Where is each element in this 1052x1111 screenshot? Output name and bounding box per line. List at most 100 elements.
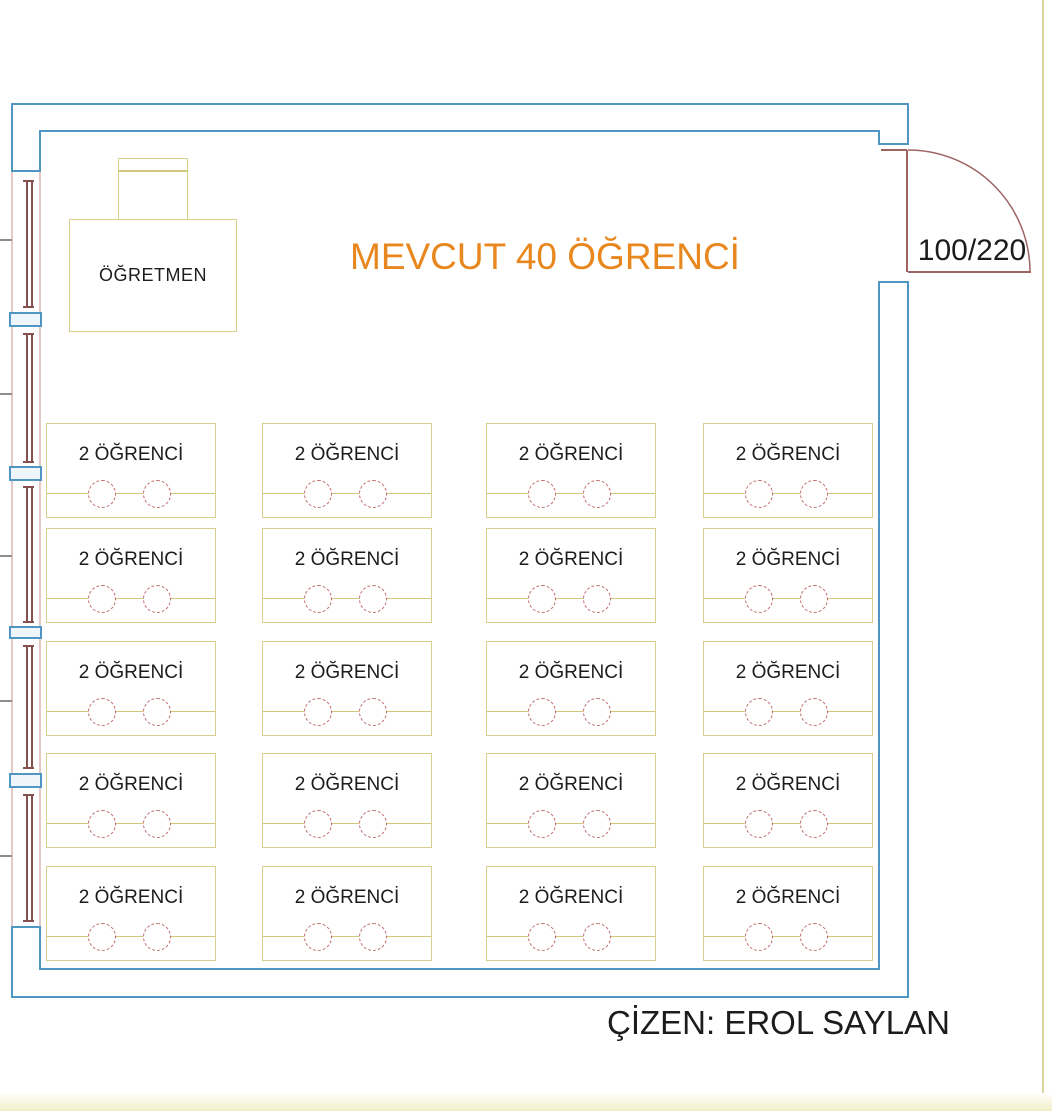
dimension-tick xyxy=(0,239,12,241)
desk-edge-line xyxy=(704,598,872,599)
seat-circle xyxy=(800,923,828,951)
door-leaf xyxy=(908,271,1031,273)
seat-circle xyxy=(359,923,387,951)
student-desk: 2 ÖĞRENCİ xyxy=(262,753,432,848)
door-closed-line xyxy=(906,150,908,272)
desk-edge-line xyxy=(47,493,215,494)
window-glass-cap xyxy=(23,306,34,308)
wall-segment xyxy=(878,281,909,283)
desk-label: 2 ÖĞRENCİ xyxy=(78,444,184,465)
dimension-tick xyxy=(0,700,12,702)
student-desk: 2 ÖĞRENCİ xyxy=(703,423,873,518)
seat-circle xyxy=(800,480,828,508)
desk-label: 2 ÖĞRENCİ xyxy=(294,774,400,795)
seat-circle xyxy=(88,923,116,951)
window-glass-line xyxy=(31,333,33,461)
student-desk: 2 ÖĞRENCİ xyxy=(262,423,432,518)
student-desk: 2 ÖĞRENCİ xyxy=(486,866,656,961)
wall-segment xyxy=(11,996,909,998)
seat-circle xyxy=(528,923,556,951)
window-post xyxy=(9,312,42,327)
desk-label: 2 ÖĞRENCİ xyxy=(518,887,624,908)
desk-edge-line xyxy=(263,598,431,599)
window-glass-line xyxy=(26,794,28,920)
seat-circle xyxy=(143,585,171,613)
seat-circle xyxy=(528,480,556,508)
seat-circle xyxy=(88,480,116,508)
desk-edge-line xyxy=(487,823,655,824)
window-glass-cap xyxy=(23,180,34,182)
seat-circle xyxy=(143,698,171,726)
desk-edge-line xyxy=(704,493,872,494)
wall-segment xyxy=(39,130,41,172)
wall-segment xyxy=(11,170,41,172)
seat-circle xyxy=(745,480,773,508)
window-post xyxy=(9,773,42,788)
window-glass-line xyxy=(26,333,28,461)
desk-label: 2 ÖĞRENCİ xyxy=(518,774,624,795)
wall-segment xyxy=(39,130,880,132)
window-glass-cap xyxy=(23,794,34,796)
desk-label: 2 ÖĞRENCİ xyxy=(735,444,841,465)
window-glass-cap xyxy=(23,621,34,623)
window-glass-cap xyxy=(23,333,34,335)
desk-label: 2 ÖĞRENCİ xyxy=(78,549,184,570)
wall-segment xyxy=(907,103,909,145)
teacher-chair-back-line xyxy=(118,170,188,172)
desk-edge-line xyxy=(47,711,215,712)
window-glass-line xyxy=(31,486,33,621)
desk-label: 2 ÖĞRENCİ xyxy=(518,444,624,465)
window-glass-line xyxy=(26,180,28,306)
seat-circle xyxy=(583,585,611,613)
seat-circle xyxy=(583,810,611,838)
seat-circle xyxy=(304,810,332,838)
page-bottom-edge xyxy=(0,1093,1052,1111)
desk-label: 2 ÖĞRENCİ xyxy=(518,549,624,570)
student-desk: 2 ÖĞRENCİ xyxy=(46,866,216,961)
seat-circle xyxy=(304,698,332,726)
student-desk: 2 ÖĞRENCİ xyxy=(262,866,432,961)
teacher-desk-label: ÖĞRETMEN xyxy=(98,265,207,285)
seat-circle xyxy=(88,810,116,838)
student-desk: 2 ÖĞRENCİ xyxy=(46,753,216,848)
desk-label: 2 ÖĞRENCİ xyxy=(735,662,841,683)
seat-circle xyxy=(745,923,773,951)
desk-edge-line xyxy=(487,493,655,494)
seat-circle xyxy=(143,923,171,951)
desk-edge-line xyxy=(263,711,431,712)
desk-edge-line xyxy=(704,936,872,937)
door-swing-arc xyxy=(907,149,1031,272)
window-outer-face xyxy=(11,172,13,926)
seat-circle xyxy=(745,698,773,726)
desk-label: 2 ÖĞRENCİ xyxy=(78,887,184,908)
window-glass-line xyxy=(26,645,28,767)
desk-edge-line xyxy=(487,598,655,599)
desk-label: 2 ÖĞRENCİ xyxy=(294,549,400,570)
window-post xyxy=(9,626,42,639)
desk-edge-line xyxy=(704,711,872,712)
seat-circle xyxy=(528,698,556,726)
desk-edge-line xyxy=(47,598,215,599)
wall-segment xyxy=(11,926,41,928)
student-desk: 2 ÖĞRENCİ xyxy=(46,528,216,623)
wall-segment xyxy=(39,926,41,970)
seat-circle xyxy=(800,698,828,726)
seat-circle xyxy=(800,810,828,838)
desk-edge-line xyxy=(487,711,655,712)
seat-circle xyxy=(583,698,611,726)
window-glass-cap xyxy=(23,645,34,647)
desk-edge-line xyxy=(704,823,872,824)
window-glass-cap xyxy=(23,920,34,922)
desk-edge-line xyxy=(263,936,431,937)
student-desk: 2 ÖĞRENCİ xyxy=(262,641,432,736)
seat-circle xyxy=(359,480,387,508)
seat-circle xyxy=(143,810,171,838)
page-edge-line xyxy=(1042,0,1044,1111)
desk-label: 2 ÖĞRENCİ xyxy=(735,887,841,908)
window-post xyxy=(9,466,42,481)
seat-circle xyxy=(359,698,387,726)
window-glass-line xyxy=(31,645,33,767)
desk-edge-line xyxy=(47,823,215,824)
desk-label: 2 ÖĞRENCİ xyxy=(735,774,841,795)
student-desk: 2 ÖĞRENCİ xyxy=(703,528,873,623)
